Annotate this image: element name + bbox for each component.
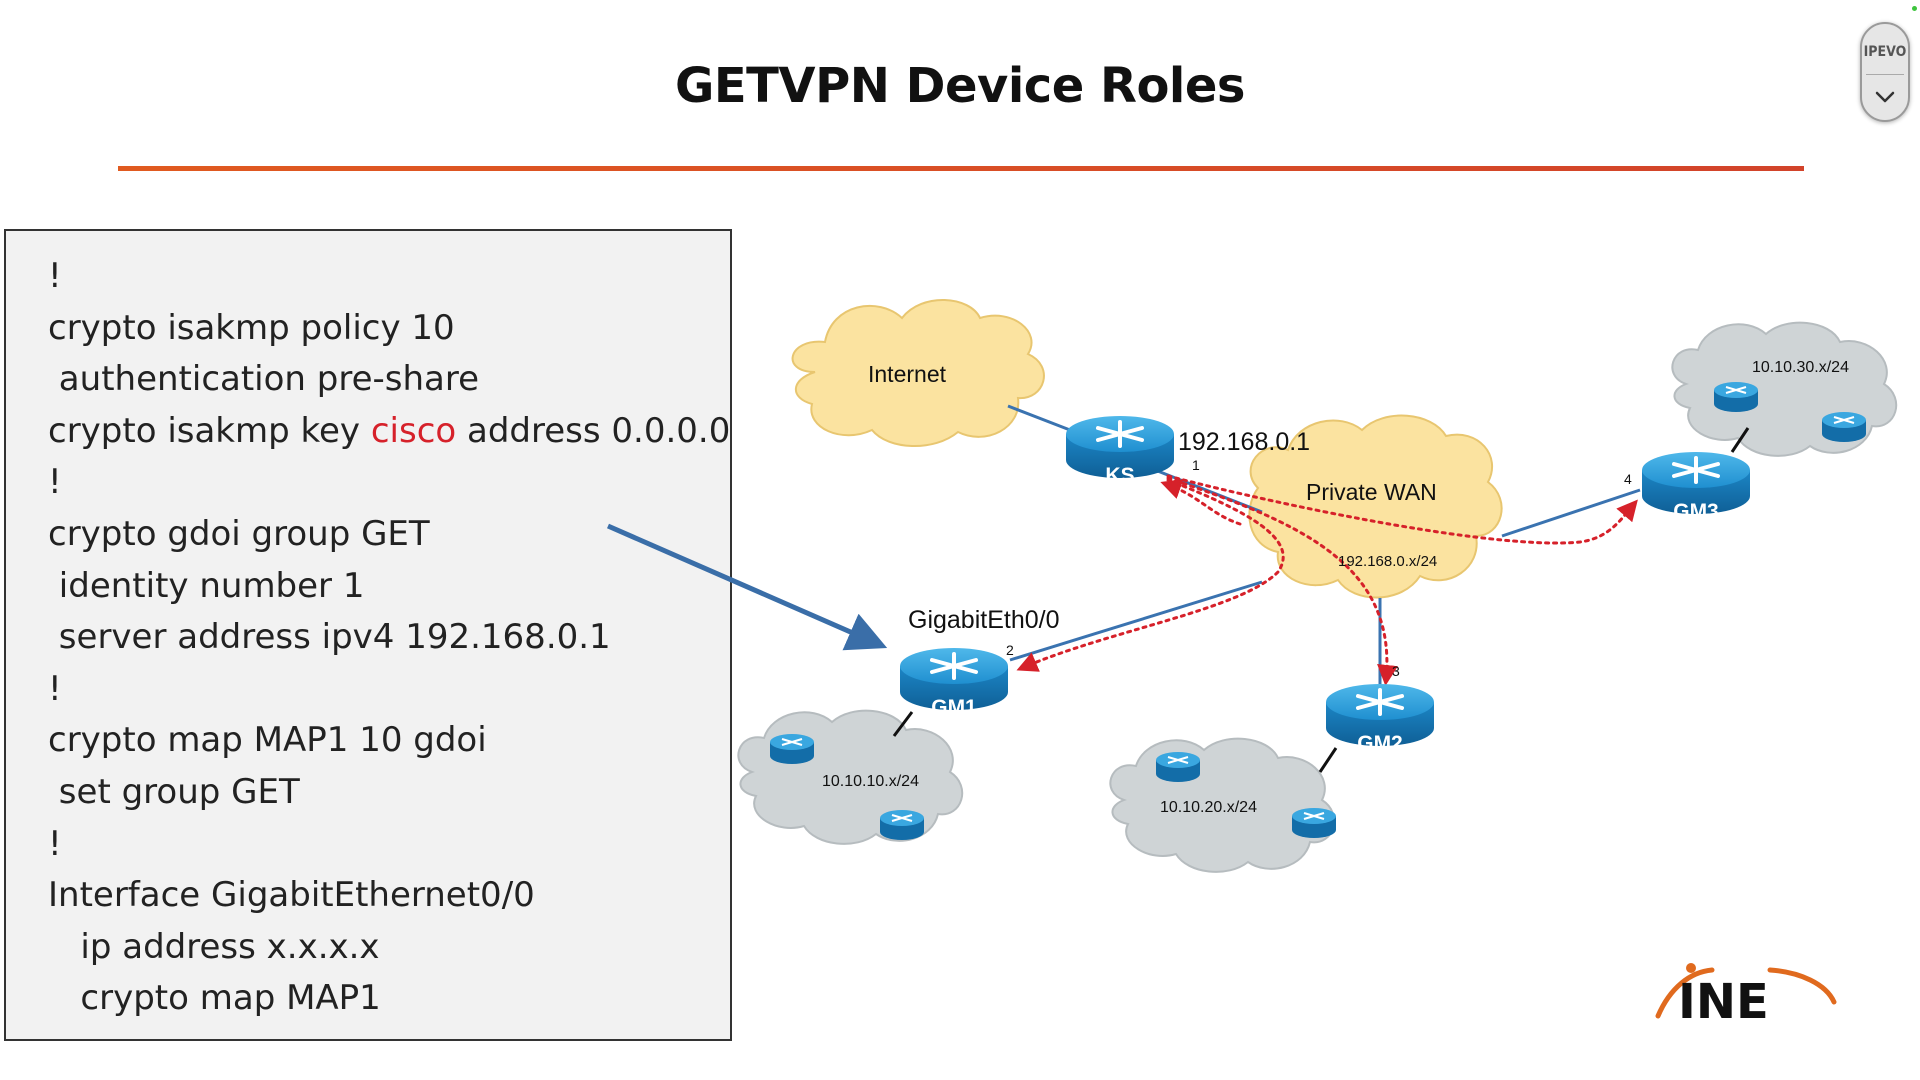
config-line: ! (48, 462, 62, 503)
ipevo-widget[interactable]: IPEVO (1860, 22, 1910, 122)
lan-label-gm2: 10.10.20.x/24 (1160, 799, 1257, 816)
config-line: crypto map MAP1 (48, 978, 381, 1019)
svg-text:INE: INE (1678, 974, 1769, 1028)
config-line: crypto isakmp policy 10 (48, 307, 455, 348)
config-line: set group GET (48, 771, 300, 812)
config-line: crypto gdoi group GET (48, 513, 430, 554)
link-gm2-lan (1318, 747, 1338, 773)
cloud-label-internet: Internet (868, 361, 947, 387)
config-panel: ! crypto isakmp policy 10 authentication… (4, 229, 732, 1041)
config-line: identity number 1 (48, 565, 365, 606)
config-line: ! (48, 823, 62, 864)
config-line: ip address x.x.x.x (48, 926, 380, 967)
wan-subnet-label: 192.168.0.x/24 (1338, 553, 1437, 570)
config-line: server address ipv4 192.168.0.1 (48, 617, 611, 658)
ks-ip-label: 192.168.0.1 (1178, 428, 1310, 456)
lan-router-icon (880, 810, 924, 840)
step-number: 1 (1192, 457, 1200, 473)
flow-step3 (1166, 476, 1398, 686)
step-number: 3 (1392, 663, 1400, 679)
link-gm1-lan (892, 711, 914, 737)
slide-title: GETVPN Device Roles (674, 58, 1246, 114)
chevron-down-icon[interactable] (1874, 90, 1896, 104)
step-number: 4 (1624, 471, 1632, 487)
router-gm1 (900, 648, 1008, 710)
router-label-gm3: GM3 (1673, 500, 1719, 523)
lan-router-icon (1156, 752, 1200, 782)
config-line: authentication pre-share (48, 359, 480, 400)
lan-router-icon (1292, 808, 1336, 838)
callout-arrow (606, 523, 888, 651)
router-label-ks: KS (1105, 464, 1134, 487)
ipevo-label: IPEVO (1863, 44, 1907, 60)
lan-router-icon (770, 734, 814, 764)
ipevo-divider (1866, 74, 1904, 75)
link-gm3-wan (1501, 488, 1641, 538)
router-ks (1066, 416, 1174, 478)
flow-step2 (1016, 478, 1285, 672)
config-key-prefix: crypto isakmp key (48, 410, 371, 451)
router-gm2 (1326, 684, 1434, 746)
config-line: Interface GigabitEthernet0/0 (48, 875, 535, 916)
router-gm3 (1642, 452, 1750, 514)
config-line: crypto map MAP1 10 gdoi (48, 720, 487, 761)
config-key-highlight: cisco (370, 410, 457, 451)
gm1-interface-label: GigabitEth0/0 (908, 606, 1060, 634)
lan-label-gm1: 10.10.10.x/24 (822, 773, 919, 790)
router-label-gm2: GM2 (1357, 732, 1403, 755)
config-line: ! (48, 668, 62, 709)
title-divider (118, 166, 1804, 171)
link-internet-ks (1007, 404, 1071, 432)
config-line: crypto isakmp key cisco address 0.0.0.0 (48, 406, 730, 458)
internet-cloud (791, 299, 1045, 448)
private-wan-cloud (1248, 414, 1503, 599)
flow-step4 (1166, 474, 1638, 545)
link-gm1-wan (1009, 580, 1263, 662)
config-line: ! (48, 256, 62, 296)
config-key-suffix: address 0.0.0.0 (456, 410, 731, 451)
flow-step1 (1160, 479, 1242, 526)
cloud-label-wan: Private WAN (1306, 479, 1437, 505)
router-label-gm1: GM1 (931, 696, 977, 719)
ine-logo: INE (1655, 963, 1837, 1028)
lan-label-gm3: 10.10.30.x/24 (1752, 359, 1849, 376)
lan-router-icon (1822, 412, 1866, 442)
step-number: 2 (1006, 642, 1014, 658)
status-dot (1912, 6, 1917, 11)
lan-router-icon (1714, 382, 1758, 412)
link-gm3-lan (1730, 427, 1750, 453)
